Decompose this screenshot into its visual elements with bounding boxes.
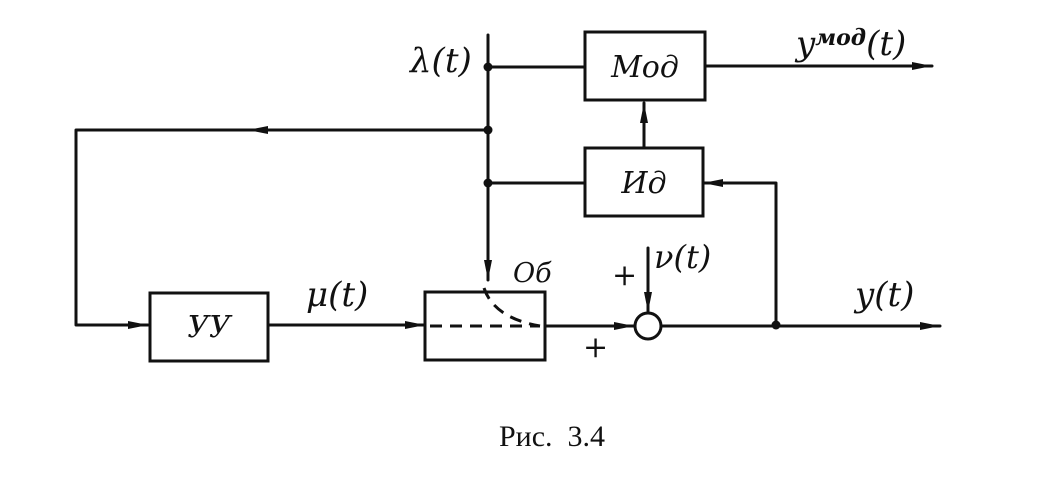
id-block-label: Ид — [620, 166, 666, 201]
ob-block-label: Об — [513, 258, 552, 289]
mod-block-label: Мод — [610, 50, 679, 85]
y-mod-label: yмод(t) — [794, 24, 906, 64]
feedback-loop-line — [74, 128, 252, 329]
ob-internal-dashed-curve — [482, 287, 541, 328]
id-block — [583, 146, 705, 218]
plus-sign-top: + — [612, 258, 637, 293]
y-feedback-to-id-line — [701, 179, 778, 327]
uu-block-label: УУ — [187, 310, 233, 345]
junction-dot — [771, 320, 781, 330]
lambda-label: λ(t) — [408, 41, 472, 81]
ob-block — [423, 290, 547, 362]
uu-block — [148, 291, 270, 363]
figure-caption: Рис. 3.4 — [499, 420, 605, 453]
y-mod-superscript: мод — [815, 25, 866, 51]
summing-junction — [633, 311, 663, 341]
y-mod-argument: (t) — [866, 24, 906, 64]
y-mod-symbol: y — [794, 24, 816, 64]
mu-label: μ(t) — [306, 275, 368, 315]
nu-label: ν(t) — [654, 238, 711, 276]
plus-sign-bottom: + — [583, 330, 608, 365]
y-label: y(t) — [853, 275, 914, 315]
mod-block — [583, 30, 707, 102]
